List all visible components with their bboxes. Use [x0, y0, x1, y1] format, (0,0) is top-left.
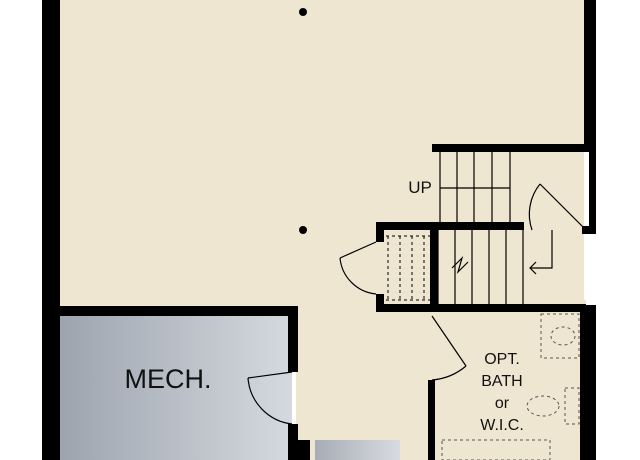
lower-hall-area — [315, 440, 400, 460]
column-dot-middle — [299, 226, 307, 234]
column-dot-upper — [299, 8, 307, 16]
mech-room — [55, 314, 292, 460]
upper-stair — [439, 152, 511, 222]
mech-label: MECH. — [125, 364, 212, 394]
stair-turn-arrow — [529, 230, 553, 275]
bath-fixtures — [441, 313, 580, 460]
closet-shelf — [386, 235, 430, 301]
opt-bath-label-line2: BATH — [481, 373, 522, 390]
opt-bath-label-line3: or — [495, 395, 510, 412]
walls — [42, 0, 596, 460]
lower-stair — [437, 230, 524, 304]
main-room-floor — [60, 0, 586, 460]
opt-bath-label-line1: OPT. — [484, 351, 520, 368]
opt-bath-label-line4: W.I.C. — [480, 417, 524, 434]
stair-up-label: UP — [408, 178, 432, 197]
doors — [247, 183, 589, 425]
